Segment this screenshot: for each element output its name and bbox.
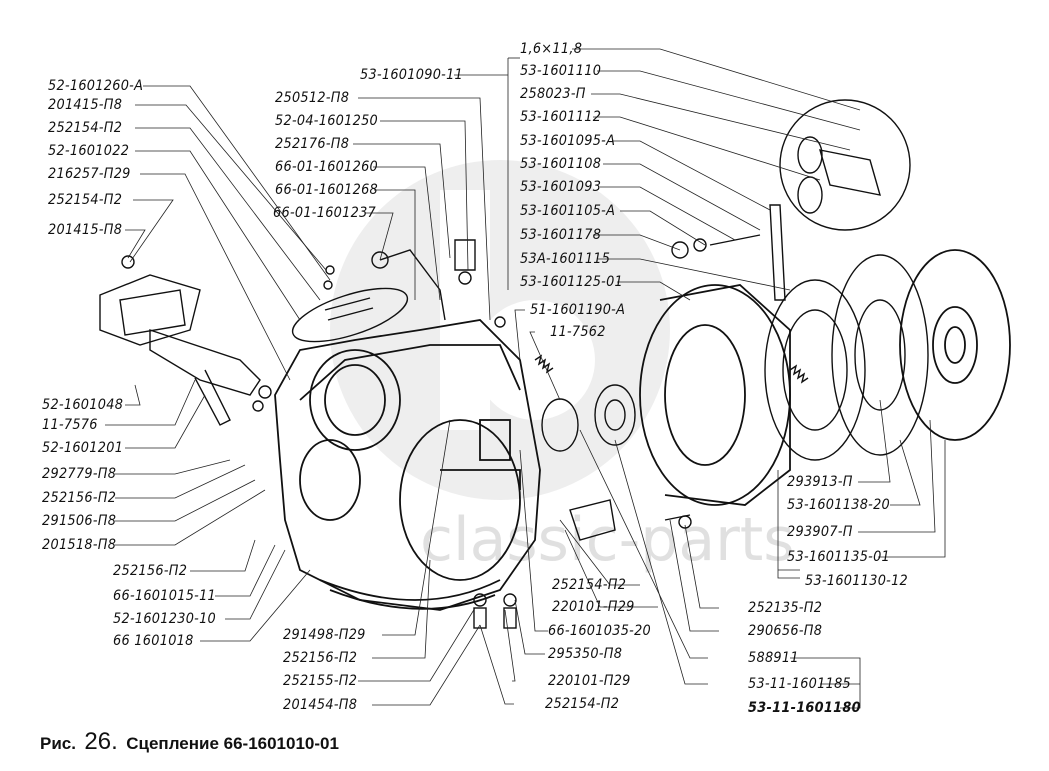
part-label[interactable]: 252156-П2 <box>113 563 188 579</box>
part-label[interactable]: 66-1601015-11 <box>113 588 217 604</box>
part-label[interactable]: 53А-1601115 <box>520 251 611 267</box>
part-label[interactable]: 252135-П2 <box>748 600 823 616</box>
part-label[interactable]: 252154-П2 <box>48 120 123 136</box>
watermark-text: classic-parts <box>420 505 795 575</box>
release-bearing <box>541 384 636 452</box>
part-label[interactable]: 290656-П8 <box>748 623 823 639</box>
part-label[interactable]: 201454-П8 <box>283 697 358 713</box>
part-label[interactable]: 252154-П2 <box>545 696 620 712</box>
part-label[interactable]: 252156-П2 <box>42 490 117 506</box>
part-label[interactable]: 53-1601105-А <box>520 203 616 219</box>
part-label[interactable]: 201415-П8 <box>48 97 123 113</box>
pressure-plate <box>764 279 866 461</box>
part-label[interactable]: 53-1601112 <box>520 109 602 125</box>
part-label[interactable]: 292779-П8 <box>42 466 117 482</box>
part-label[interactable]: 52-1601260-А <box>48 78 144 94</box>
lubrication-fittings <box>323 239 506 328</box>
part-label[interactable]: 66-01-1601268 <box>275 182 379 198</box>
part-label[interactable]: 201415-П8 <box>48 222 123 238</box>
part-label[interactable]: 53-1601130-12 <box>805 573 909 589</box>
part-label[interactable]: 53-1601178 <box>520 227 602 243</box>
part-label[interactable]: 53-1601090-11 <box>360 67 464 83</box>
part-label[interactable]: 11-7576 <box>42 417 98 433</box>
part-label[interactable]: 291498-П29 <box>283 627 366 643</box>
figure-number: 26. <box>84 728 118 755</box>
part-label[interactable]: 51-1601190-А <box>530 302 626 318</box>
bottom-bolts <box>473 499 692 629</box>
part-label[interactable]: 252176-П8 <box>275 136 350 152</box>
inspection-cover <box>291 287 409 343</box>
part-label[interactable]: 53-1601125-01 <box>520 274 624 290</box>
part-label[interactable]: 66-1601035-20 <box>548 623 652 639</box>
part-label[interactable]: 252154-П2 <box>48 192 123 208</box>
leader-lines <box>105 48 946 709</box>
part-label[interactable]: 53-1601108 <box>520 156 602 172</box>
part-label[interactable]: 1,6×11,8 <box>520 41 583 57</box>
part-label[interactable]: 66-01-1601237 <box>273 205 377 221</box>
pressure-plate-cover <box>639 284 791 506</box>
part-label[interactable]: 66 1601018 <box>113 633 194 649</box>
part-label[interactable]: 220101-П29 <box>552 599 635 615</box>
part-label[interactable]: 11-7562 <box>550 324 606 340</box>
part-label[interactable]: 291506-П8 <box>42 513 117 529</box>
part-label[interactable]: 53-1601093 <box>520 179 602 195</box>
part-label[interactable]: 53-1601095-А <box>520 133 616 149</box>
part-label[interactable]: 250512-П8 <box>275 90 350 106</box>
part-label[interactable]: 52-1601048 <box>42 397 124 413</box>
parts-outlines <box>99 99 1011 629</box>
part-label[interactable]: 53-1601135-01 <box>787 549 891 565</box>
part-label[interactable]: 53-11-1601180 <box>748 700 861 716</box>
part-label[interactable]: 53-1601110 <box>520 63 602 79</box>
part-label[interactable]: 295350-П8 <box>548 646 623 662</box>
driven-disc <box>899 249 1011 441</box>
part-label[interactable]: 252154-П2 <box>552 577 627 593</box>
part-label[interactable]: 293913-П <box>787 474 853 490</box>
part-label[interactable]: 66-01-1601260 <box>275 159 379 175</box>
friction-lining <box>831 254 929 456</box>
part-label[interactable]: 201518-П8 <box>42 537 117 553</box>
part-label[interactable]: 52-04-1601250 <box>275 113 379 129</box>
part-label[interactable]: 52-1601022 <box>48 143 130 159</box>
part-label[interactable]: 52-1601201 <box>42 440 124 456</box>
part-label[interactable]: 220101-П29 <box>548 673 631 689</box>
release-lever-detail <box>779 99 911 231</box>
figure-prefix: Рис. <box>40 734 76 753</box>
figure-caption: Рис. 26. Сцепление 66-1601010-01 <box>40 728 339 756</box>
part-label[interactable]: 258023-П <box>520 86 586 102</box>
part-label[interactable]: 53-1601138-20 <box>787 497 891 513</box>
figure-title: Сцепление 66-1601010-01 <box>126 734 339 753</box>
watermark-logo <box>330 160 670 500</box>
part-label[interactable]: 53-11-1601185 <box>748 676 852 692</box>
part-label[interactable]: 252156-П2 <box>283 650 358 666</box>
part-label[interactable]: 52-1601230-10 <box>113 611 217 627</box>
part-label[interactable]: 588911 <box>748 650 799 666</box>
clutch-housing <box>274 319 541 611</box>
part-label[interactable]: 216257-П29 <box>48 166 131 182</box>
part-label[interactable]: 293907-П <box>787 524 853 540</box>
part-label[interactable]: 252155-П2 <box>283 673 358 689</box>
release-fork-assembly <box>99 255 272 426</box>
